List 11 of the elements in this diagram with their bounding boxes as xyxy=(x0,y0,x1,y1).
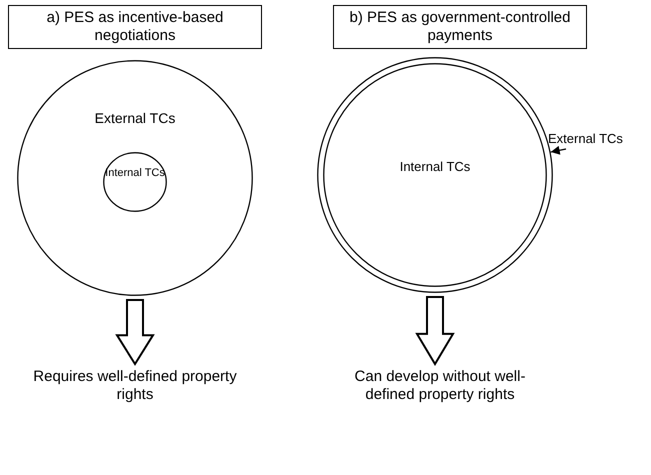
heading-box: a) PES as incentive-based negotiations xyxy=(8,5,262,49)
circle-label: External TCs xyxy=(94,110,176,127)
conclusion-text: Requires well-defined property rights xyxy=(25,366,245,406)
heading-box: b) PES as government-controlled payments xyxy=(333,5,587,49)
leader-arrow xyxy=(550,146,566,155)
circle-label: Internal TCs xyxy=(398,159,472,175)
block-arrow xyxy=(415,296,455,366)
block-arrow xyxy=(115,299,155,366)
conclusion-text: Can develop without well-defined property rights xyxy=(330,366,550,406)
circle-label: Internal TCs xyxy=(105,167,165,180)
callout-label: External TCs xyxy=(548,130,648,148)
